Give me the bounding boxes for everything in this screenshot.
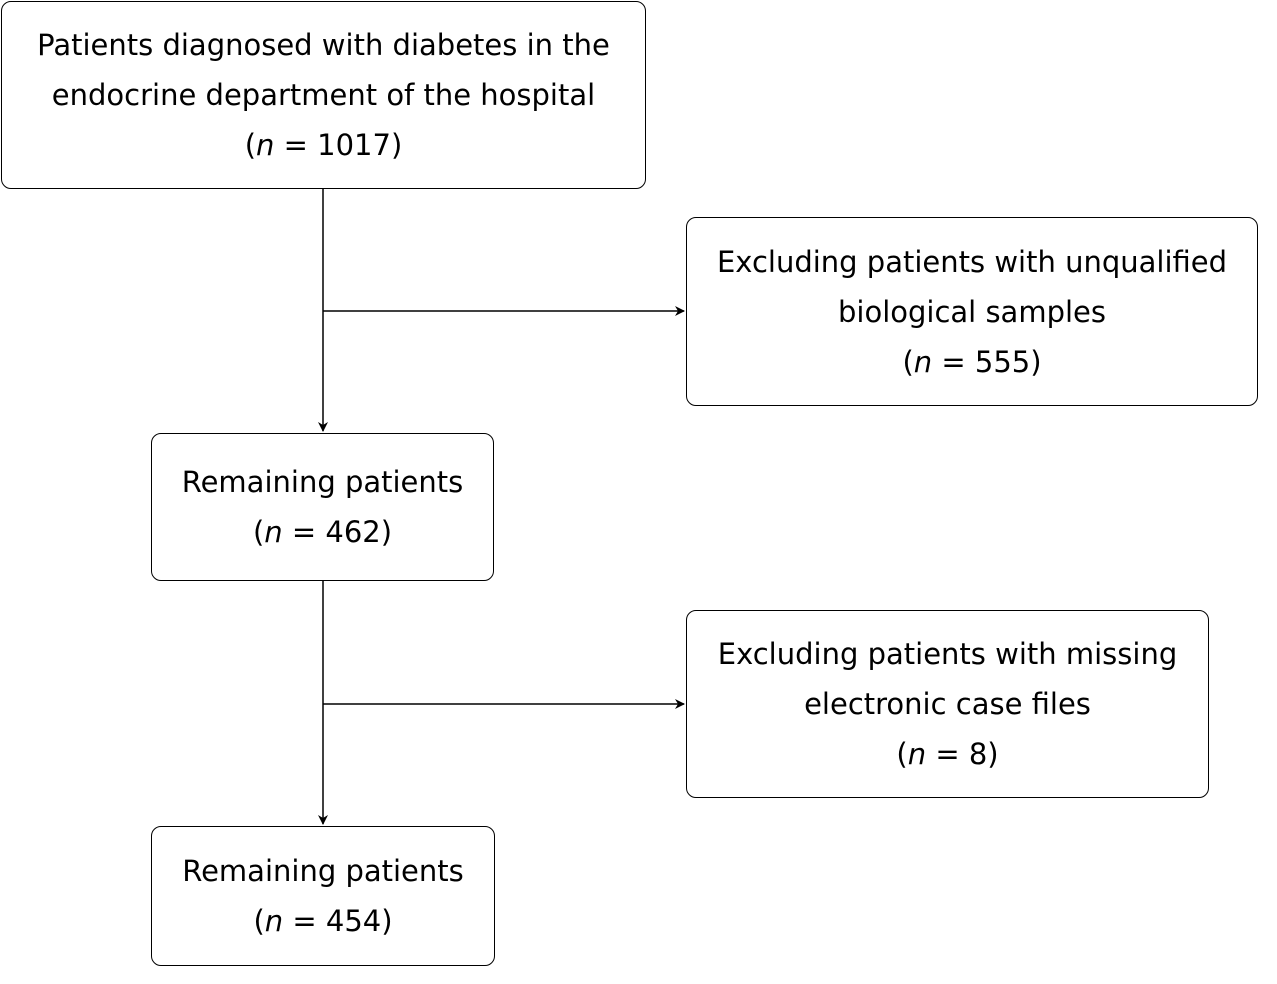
start-node-line-1: Patients diagnosed with diabetes in the (37, 28, 610, 62)
start-node-line-2: endocrine department of the hospital (51, 78, 596, 112)
start-node: Patients diagnosed with diabetes in the … (1, 1, 646, 189)
exclusion1-line-1: Excluding patients with unqualified (716, 244, 1228, 279)
remaining1-count: (n = 462) (252, 515, 393, 549)
remaining1-line-1: Remaining patients (181, 465, 464, 499)
exclusion-node-missing-case-files: Excluding patients with missing electron… (686, 610, 1209, 798)
remaining2-line-1: Remaining patients (182, 854, 464, 888)
remaining-node-1: Remaining patients (n = 462) (151, 433, 494, 581)
exclusion1-line-2: biological samples (837, 294, 1106, 329)
exclusion-node-unqualified-samples: Excluding patients with unqualified biol… (686, 217, 1258, 406)
remaining2-count: (n = 454) (253, 904, 393, 938)
start-node-count: (n = 1017) (244, 128, 403, 162)
remaining-node-2: Remaining patients (n = 454) (151, 826, 495, 966)
exclusion2-count: (n = 8) (896, 737, 999, 771)
exclusion2-line-2: electronic case files (804, 687, 1091, 721)
exclusion2-line-1: Excluding patients with missing (717, 637, 1178, 671)
exclusion1-count: (n = 555) (902, 344, 1042, 379)
